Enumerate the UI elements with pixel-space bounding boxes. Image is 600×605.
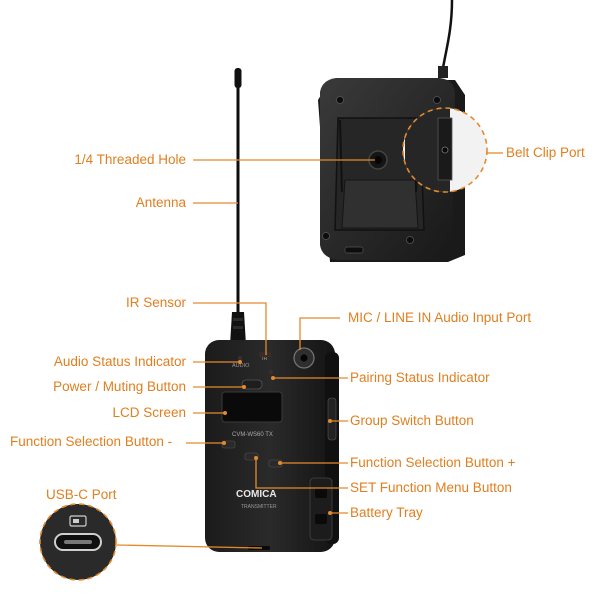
label-threaded-hole: 1/4 Threaded Hole: [74, 152, 186, 167]
label-pairing-status: Pairing Status Indicator: [350, 370, 490, 385]
screw: [433, 96, 441, 104]
label-set-menu: SET Function Menu Button: [350, 480, 512, 495]
ir-sensor-window: [259, 352, 271, 357]
label-ir-sensor: IR Sensor: [125, 295, 186, 310]
audio-status-led: [238, 356, 242, 360]
screw: [336, 96, 344, 104]
label-battery-tray: Battery Tray: [350, 505, 423, 520]
threaded-hole-inner: [374, 156, 382, 164]
label-usb-c: USB-C Port: [46, 487, 117, 502]
battery-tray-grip: [315, 488, 327, 498]
audio-mark: AUDIO: [232, 363, 250, 369]
screw: [406, 236, 414, 244]
label-audio-status: Audio Status Indicator: [53, 354, 186, 369]
usb-c-zoom-ring: [39, 503, 117, 581]
battery-tray[interactable]: [309, 477, 333, 541]
label-mic-line-in: MIC / LINE IN Audio Input Port: [348, 310, 532, 325]
belt-clip-zoom-ring: [402, 107, 488, 193]
label-lcd-screen: LCD Screen: [112, 405, 186, 420]
label-function-plus: Function Selection Button +: [350, 455, 516, 470]
belt-clip-lower: [341, 179, 419, 229]
belt-clip-port-hole: [441, 146, 449, 154]
lanyard-clasp: [438, 66, 448, 78]
screw: [322, 232, 330, 240]
usb-c-port-icon: [39, 503, 117, 581]
pairing-status-led: [269, 370, 273, 374]
label-power-muting: Power / Muting Button: [53, 379, 186, 394]
label-belt-clip-port: Belt Clip Port: [506, 145, 585, 160]
leader-lines: [116, 152, 503, 549]
label-group-switch: Group Switch Button: [350, 413, 474, 428]
group-switch-button[interactable]: [327, 397, 337, 441]
label-function-minus: Function Selection Button -: [10, 434, 173, 449]
leader-dots: [222, 360, 332, 515]
power-muting-button[interactable]: [241, 379, 263, 390]
lanyard-cable: [441, 0, 454, 69]
ir-mark: IR: [262, 356, 268, 362]
brand-logo: COMICA: [236, 489, 277, 500]
label-antenna: Antenna: [135, 195, 186, 210]
antenna-icon: [230, 68, 246, 345]
lcd-screen: [221, 391, 283, 423]
clip-bottom-slot: [344, 246, 364, 254]
transmitter-unit: AUDIO IR CVM-WS60 TX COMICA TRANSMITTER: [205, 68, 339, 552]
mic-line-in-jack: [300, 354, 308, 362]
battery-tray-grip: [315, 514, 327, 524]
model-text: CVM-WS60 TX: [232, 432, 273, 438]
sub-text: TRANSMITTER: [241, 504, 277, 510]
